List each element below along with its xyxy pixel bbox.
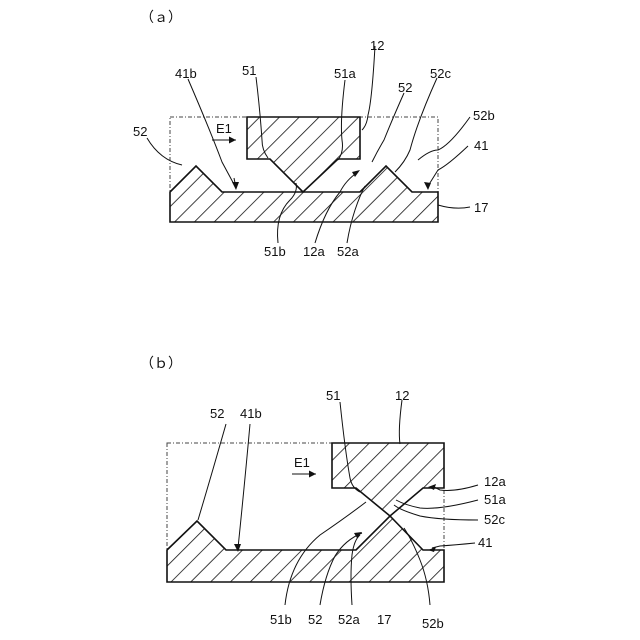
label-41: 41 [474,138,488,153]
label-52-top: 52 [398,80,412,95]
label-51b: 51b [264,244,286,259]
label-e1: E1 [216,121,232,136]
panel-b-title: （ｂ） [140,355,182,371]
label-51a: 51a [334,66,356,81]
label-52c: 52c [430,66,451,81]
label-41: 41 [478,535,492,550]
upper-member-12 [332,443,444,516]
label-e1: E1 [294,455,310,470]
panel-b: （ｂ） [140,355,506,631]
label-41b: 41b [240,406,262,421]
label-51: 51 [326,388,340,403]
label-52-left: 52 [133,124,147,139]
e1-arrow [212,137,236,144]
label-17: 17 [474,200,488,215]
panel-a-title: （ａ） [140,9,182,25]
lower-member-17 [167,516,444,582]
label-52-bottom: 52 [308,612,322,627]
panel-a: （ａ） [133,9,495,259]
label-52a: 52a [337,244,359,259]
label-12: 12 [370,38,384,53]
label-52a: 52a [338,612,360,627]
label-51: 51 [242,63,256,78]
label-51b: 51b [270,612,292,627]
label-12: 12 [395,388,409,403]
label-12a: 12a [484,474,506,489]
label-52b: 52b [422,616,444,631]
label-51a: 51a [484,492,506,507]
label-12a: 12a [303,244,325,259]
label-52b: 52b [473,108,495,123]
label-41b: 41b [175,66,197,81]
upper-member-12 [247,117,360,192]
label-17: 17 [377,612,391,627]
label-52-top: 52 [210,406,224,421]
label-52c: 52c [484,512,505,527]
e1-arrow [292,471,316,478]
